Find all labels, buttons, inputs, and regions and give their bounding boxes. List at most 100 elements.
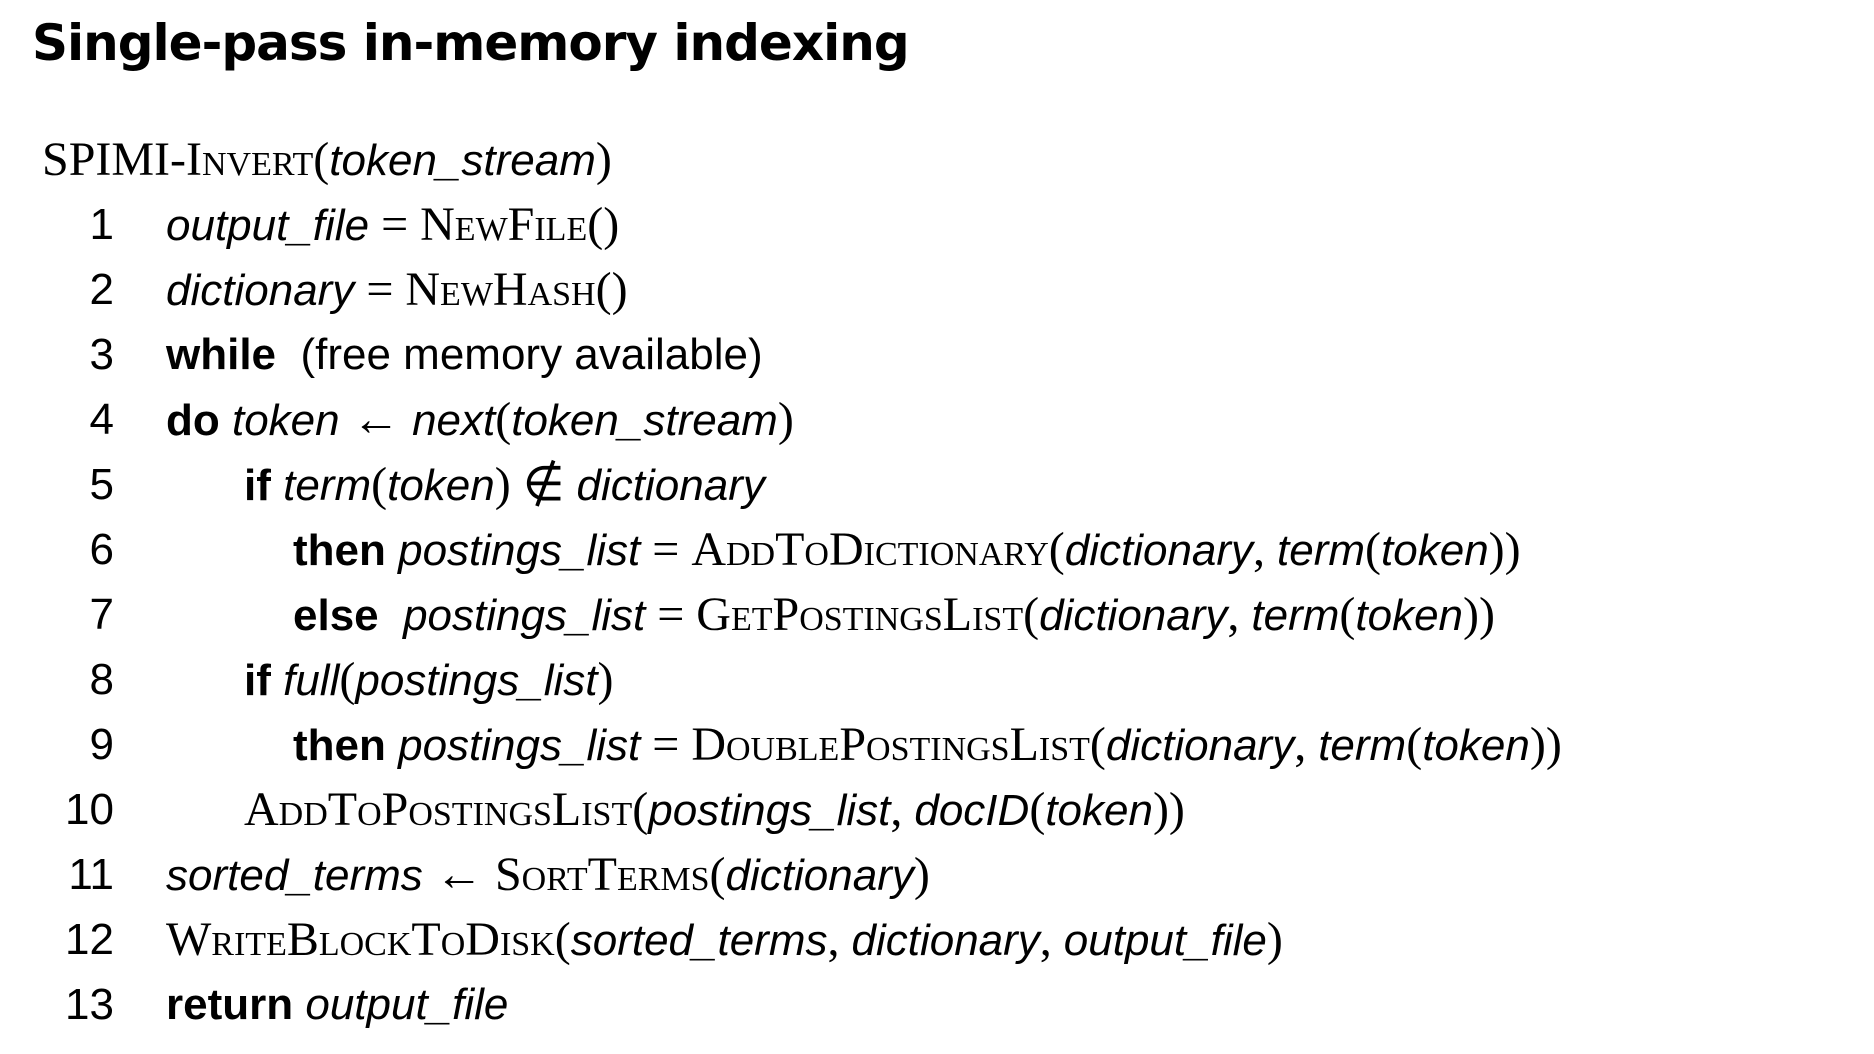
line-number: 8 bbox=[89, 655, 114, 704]
keyword: then bbox=[293, 721, 386, 770]
code-content: if term(token) ∉ dictionary bbox=[244, 453, 765, 518]
procedure-name: NewFile bbox=[420, 198, 588, 251]
code-text: ( bbox=[709, 848, 726, 901]
code-text: ( bbox=[1365, 523, 1382, 576]
procedure-name: AddToDictionary bbox=[691, 523, 1049, 576]
code-text: = bbox=[640, 523, 692, 576]
code-text: () bbox=[587, 198, 620, 251]
line-number: 1 bbox=[89, 200, 114, 249]
procedure-name: NewHash bbox=[405, 263, 596, 316]
code-text: , bbox=[890, 783, 915, 836]
variable: dictionary bbox=[1039, 591, 1228, 640]
variable: postings_list bbox=[378, 591, 646, 640]
code-text: = bbox=[640, 718, 692, 771]
line-number: 7 bbox=[89, 590, 114, 639]
code-content: if full(postings_list) bbox=[244, 648, 613, 713]
line-number: 11 bbox=[68, 850, 114, 899]
line-number: 13 bbox=[65, 980, 114, 1029]
line-number: 10 bbox=[65, 785, 114, 834]
variable: output_file bbox=[166, 201, 370, 250]
variable: token bbox=[1355, 591, 1464, 640]
variable: postings_list bbox=[648, 786, 891, 835]
variable: dictionary bbox=[851, 916, 1040, 965]
variable: postings_list bbox=[355, 656, 598, 705]
code-content: return output_file bbox=[166, 973, 508, 1037]
code-text: (free memory available) bbox=[276, 330, 763, 379]
code-text: )) bbox=[1529, 718, 1562, 771]
code-text: , bbox=[1253, 523, 1278, 576]
code-text: ← bbox=[434, 848, 495, 901]
variable: output_file bbox=[293, 980, 509, 1029]
code-text: ( bbox=[313, 133, 330, 186]
variable: token bbox=[219, 396, 352, 445]
code-content: then postings_list = DoublePostingsList(… bbox=[293, 713, 1562, 778]
line-number: 12 bbox=[65, 915, 114, 964]
variable: dictionary bbox=[1105, 721, 1295, 770]
variable: token_stream bbox=[511, 396, 778, 445]
code-content: WriteBlockToDisk(sorted_terms, dictionar… bbox=[166, 908, 1283, 973]
keyword: if bbox=[244, 461, 271, 510]
code-text: ( bbox=[339, 653, 356, 706]
code-content: AddToPostingsList(postings_list, docID(t… bbox=[244, 778, 1185, 843]
keyword: if bbox=[244, 656, 271, 705]
code-text: ) bbox=[777, 393, 794, 446]
code-text: ) bbox=[913, 848, 930, 901]
variable: term bbox=[1318, 721, 1407, 770]
code-line: 8 if full(postings_list) bbox=[0, 648, 1874, 712]
line-number: 3 bbox=[89, 330, 114, 379]
variable: term bbox=[1277, 526, 1366, 575]
code-line: 9 then postings_list = DoublePostingsList… bbox=[0, 713, 1874, 777]
code-text: , bbox=[1227, 588, 1252, 641]
code-text: ) bbox=[1266, 913, 1283, 966]
code-content: sorted_terms ← SortTerms(dictionary) bbox=[166, 843, 930, 908]
variable: full bbox=[270, 656, 340, 705]
keyword: do bbox=[166, 396, 220, 445]
code-text: ( bbox=[1406, 718, 1423, 771]
line-number: 4 bbox=[89, 395, 114, 444]
code-text: )) bbox=[1152, 783, 1185, 836]
procedure-name: WriteBlockToDisk bbox=[166, 913, 555, 966]
keyword: while bbox=[166, 330, 277, 379]
code-line: 12 WriteBlockToDisk(sorted_terms, diction… bbox=[0, 908, 1874, 972]
page-title: Single-pass in-memory indexing bbox=[32, 14, 910, 72]
code-line: 3 while (free memory available) bbox=[0, 323, 1874, 387]
variable: postings_list bbox=[385, 721, 641, 770]
code-text: )) bbox=[1488, 523, 1521, 576]
procedure-name: DoublePostingsList bbox=[691, 718, 1090, 771]
code-content: then postings_list = AddToDictionary(dic… bbox=[293, 518, 1521, 583]
variable: token bbox=[1422, 721, 1530, 770]
code-text: ( bbox=[1029, 783, 1046, 836]
line-number: 9 bbox=[89, 720, 114, 769]
code-line: 5 if term(token) ∉ dictionary bbox=[0, 453, 1874, 517]
variable: sorted_terms bbox=[166, 851, 435, 900]
code-text: , bbox=[1039, 913, 1064, 966]
variable: term bbox=[270, 461, 372, 510]
line-number: 5 bbox=[89, 460, 114, 509]
code-text: ( bbox=[1089, 718, 1106, 771]
code-text: = bbox=[354, 263, 406, 316]
code-text: , bbox=[827, 913, 852, 966]
code-text: = bbox=[645, 588, 697, 641]
variable: dictionary bbox=[1064, 526, 1254, 575]
code-line: 2 dictionary = NewHash() bbox=[0, 258, 1874, 322]
algorithm-header: SPIMI-Invert(token_stream) bbox=[42, 128, 612, 192]
code-text: ( bbox=[1048, 523, 1065, 576]
code-text: , bbox=[1294, 718, 1319, 771]
code-text: ) bbox=[597, 653, 614, 706]
code-content: dictionary = NewHash() bbox=[166, 258, 628, 323]
code-text: )) bbox=[1463, 588, 1495, 641]
procedure-name: GetPostingsList bbox=[696, 588, 1024, 641]
variable: token bbox=[1045, 786, 1153, 835]
code-content: while (free memory available) bbox=[166, 323, 763, 387]
line-number: 2 bbox=[89, 265, 114, 314]
variable: term bbox=[1251, 591, 1340, 640]
variable: dictionary bbox=[576, 461, 765, 510]
code-text: ) ∉ bbox=[494, 458, 577, 511]
variable: dictionary bbox=[725, 851, 914, 900]
variable: token bbox=[1381, 526, 1489, 575]
code-text: () bbox=[595, 263, 628, 316]
code-text: ( bbox=[554, 913, 571, 966]
